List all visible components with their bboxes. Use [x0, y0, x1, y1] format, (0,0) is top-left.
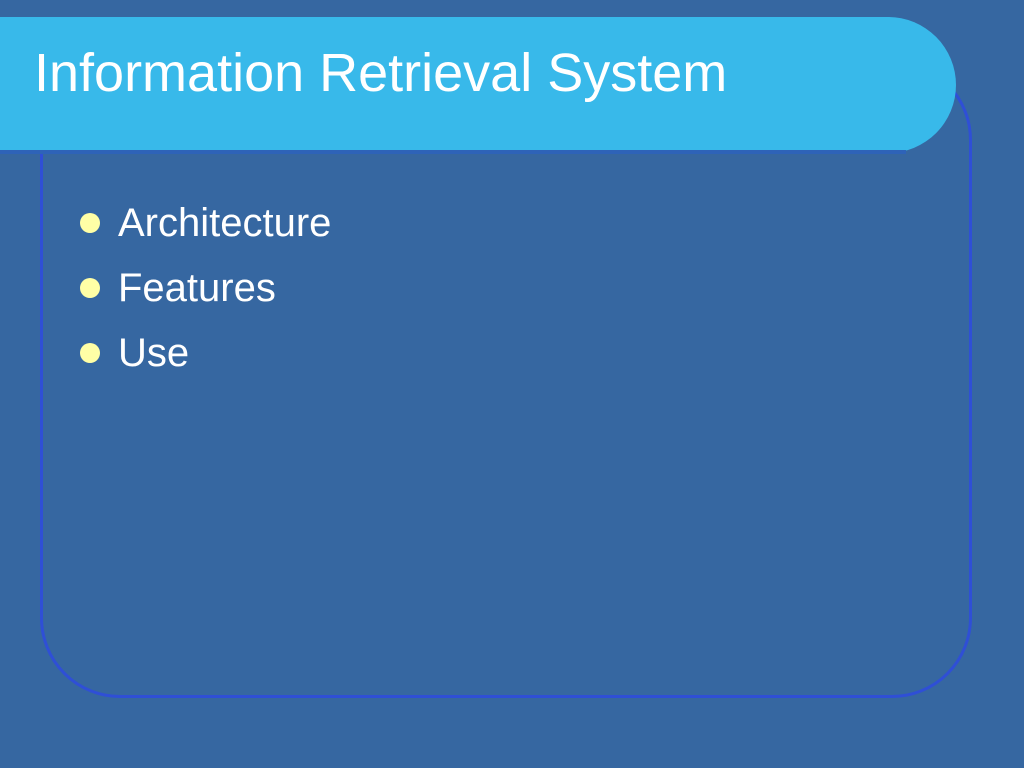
bullet-item: Use: [80, 320, 331, 385]
bullet-item: Architecture: [80, 190, 331, 255]
bullet-dot-icon: [80, 277, 100, 298]
bullet-text: Architecture: [118, 200, 332, 245]
title-underline: [0, 150, 906, 154]
bullet-text: Use: [118, 330, 190, 375]
bullet-dot-icon: [80, 342, 100, 363]
bullet-item: Features: [80, 255, 331, 320]
bullet-text: Features: [118, 265, 276, 310]
slide-title: Information Retrieval System: [34, 43, 728, 103]
title-bar: [0, 17, 956, 154]
bullet-dot-icon: [80, 212, 100, 233]
bullet-list: Architecture Features Use: [80, 190, 331, 385]
